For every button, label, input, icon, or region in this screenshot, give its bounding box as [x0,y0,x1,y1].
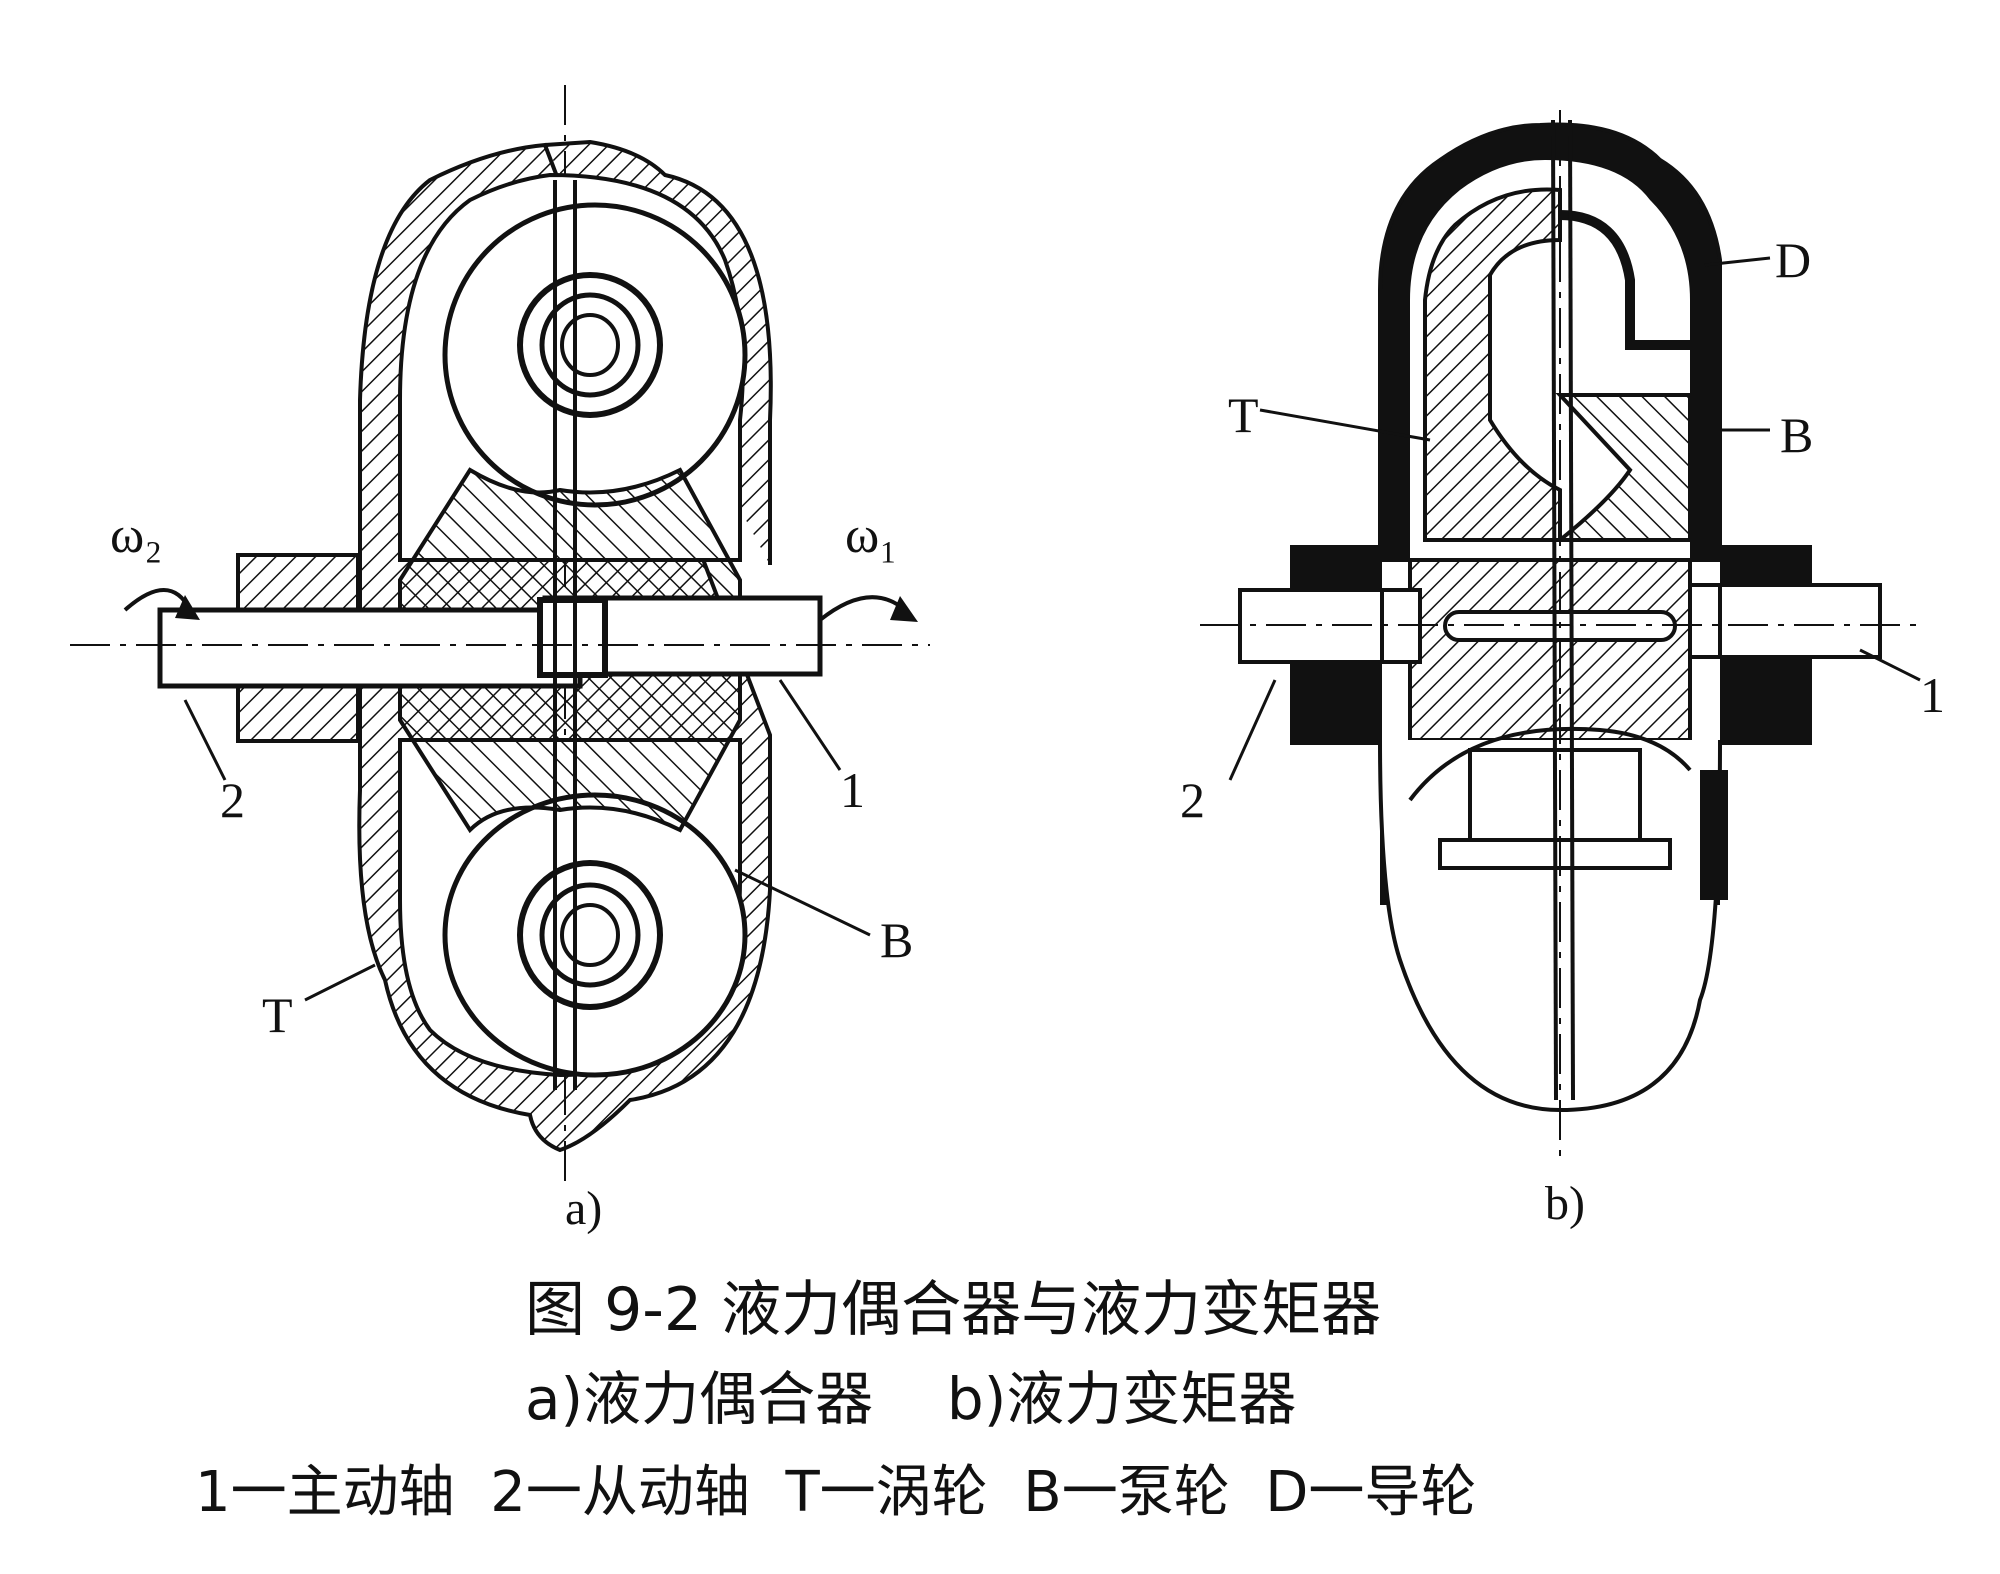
label-omega2: ω₂ [110,507,163,564]
bearing-flange-top [236,553,360,612]
figure-caption-title: 图 9-2 液力偶合器与液力变矩器 [525,1275,1382,1345]
label-turbine-T-b: T [1228,387,1259,443]
label-shaft-2-a: 2 [220,772,245,828]
bearing-flange-bottom [236,684,360,743]
label-shaft-1-b: 1 [1920,667,1945,723]
label-shaft-1-a: 1 [840,762,865,818]
converter-vertical-blade-l [1551,119,1558,1101]
leader-B-a [734,868,871,937]
curved-arrow-head-left [175,595,200,620]
leader-2-a [183,699,227,781]
leader-1-b [1859,648,1921,682]
curved-arrow-head-right [890,596,918,622]
label-turbine-T-a: T [262,987,293,1043]
upper-torus-ring-3 [560,313,620,377]
converter-lower-housing [1408,726,1692,802]
label-shaft-2-b: 2 [1180,772,1205,828]
label-omega1: ω₁ [845,507,898,564]
lower-torus-ring-1 [517,860,663,1010]
leader-T-b [1259,408,1431,442]
sublabel-b: b) [1545,1177,1585,1230]
converter-side-bar [1700,770,1728,900]
lower-torus-ring-3 [560,903,620,967]
label-pump-B-b: B [1780,407,1814,463]
driven-shaft-2 [157,607,583,689]
bearing-right-gap [1718,583,1882,659]
pump-B-blade-zone [1554,393,1692,542]
leader-D-b [1704,256,1771,267]
guide-wheel-D [1559,210,1705,395]
figure-caption-subtitle: a)液力偶合器 b)液力变矩器 [525,1365,1297,1433]
label-pump-B-a: B [880,912,914,968]
leader-1-a [778,679,842,771]
converter-hub [1408,558,1692,742]
label-guide-D-b: D [1775,232,1812,288]
leader-T-a [304,963,376,1002]
turbine-T-blade-zone [1423,187,1562,542]
figure-caption-legend: 1一主动轴 2一从动轴 T一涡轮 B一泵轮 D一导轮 [195,1460,1477,1525]
shaft-coupling-block [537,597,608,678]
converter-vertical-blade-r [1568,119,1575,1101]
lower-torus-ring-2 [539,882,641,988]
leader-2-b [1228,679,1277,781]
upper-torus-ring-1 [517,272,663,418]
sublabel-a: a) [565,1182,603,1235]
upper-torus-ring-2 [539,292,641,398]
